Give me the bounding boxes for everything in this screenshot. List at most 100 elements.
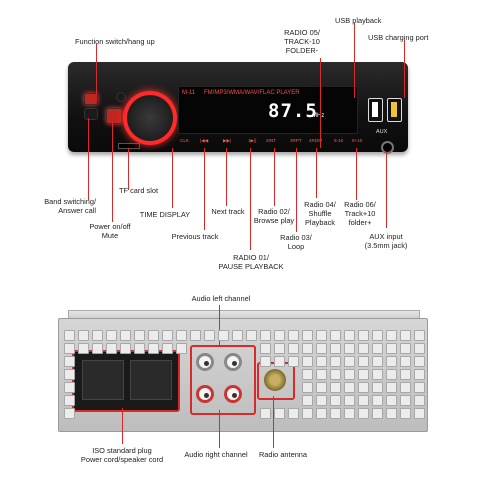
vent-hole: [120, 330, 131, 341]
label-radio05: RADIO 05/ TRACK-10 FOLDER-: [284, 28, 320, 55]
vent-hole: [344, 395, 355, 406]
vent-hole: [358, 369, 369, 380]
callout-radio02: [274, 148, 275, 206]
label-usb-playback: USB playback: [335, 16, 382, 25]
label-radio04: Radio 04/ Shuffle Playback: [304, 200, 336, 227]
vent-hole: [372, 382, 383, 393]
iso-connector[interactable]: [72, 350, 180, 412]
label-time-display: TIME DISPLAY: [139, 210, 191, 219]
callout-audio-left: [219, 305, 220, 347]
callout-power: [112, 122, 113, 222]
callout-usb-playback: [354, 23, 355, 98]
callout-audio-right: [219, 410, 220, 448]
label-audio-right: Audio right channel: [184, 450, 248, 459]
vent-hole: [344, 330, 355, 341]
lcd-unit: MHz: [312, 113, 325, 119]
usb-port-2[interactable]: [387, 98, 402, 122]
vent-hole: [302, 382, 313, 393]
label-tf-slot: TF card slot: [119, 186, 159, 195]
display-panel: [178, 86, 358, 134]
callout-next: [226, 148, 227, 206]
volume-knob[interactable]: [127, 95, 173, 141]
btn-label-5[interactable]: 5-10: [334, 138, 344, 143]
btn-label-4[interactable]: 4RDM: [309, 138, 323, 143]
mode-button[interactable]: [84, 108, 98, 120]
callout-function: [96, 44, 97, 95]
aux-jack[interactable]: [381, 141, 394, 154]
vent-hole: [302, 408, 313, 419]
vent-hole: [344, 356, 355, 367]
callout-band: [88, 118, 89, 200]
vent-hole: [414, 356, 425, 367]
vent-hole: [316, 382, 327, 393]
btn-label-1[interactable]: 1▶||: [248, 138, 257, 143]
vent-hole: [330, 395, 341, 406]
rca-right-2[interactable]: [224, 385, 242, 403]
vent-hole: [92, 343, 103, 354]
vent-hole: [414, 382, 425, 393]
vent-hole: [78, 330, 89, 341]
vent-hole: [330, 343, 341, 354]
vent-hole: [232, 330, 243, 341]
vent-hole: [274, 356, 285, 367]
antenna-socket[interactable]: [264, 369, 286, 391]
rca-right-1[interactable]: [196, 385, 214, 403]
vent-hole: [344, 343, 355, 354]
vent-hole: [64, 343, 75, 354]
vent-hole: [372, 395, 383, 406]
vent-hole: [330, 356, 341, 367]
label-usb-charging: USB charging port: [368, 33, 429, 42]
vent-hole: [400, 356, 411, 367]
callout-aux: [386, 152, 387, 228]
vent-hole: [400, 408, 411, 419]
callout-antenna: [273, 396, 274, 448]
vent-hole: [344, 408, 355, 419]
vent-hole: [92, 330, 103, 341]
usb-port-1[interactable]: [368, 98, 383, 122]
vent-hole: [302, 343, 313, 354]
vent-hole: [330, 369, 341, 380]
vent-hole: [134, 330, 145, 341]
vent-hole: [274, 343, 285, 354]
vent-hole: [400, 395, 411, 406]
power-button[interactable]: [106, 108, 122, 124]
vent-hole: [400, 343, 411, 354]
vent-hole: [274, 408, 285, 419]
vent-hole: [288, 356, 299, 367]
vent-hole: [176, 343, 187, 354]
btn-label-next[interactable]: ▶▶|: [223, 138, 232, 143]
vent-hole: [260, 408, 271, 419]
vent-hole: [386, 356, 397, 367]
model-label: M-11: [182, 90, 196, 96]
btn-label-3[interactable]: 3RPT: [290, 138, 302, 143]
vent-hole: [330, 382, 341, 393]
btn-label-clk[interactable]: CLK: [180, 138, 189, 143]
label-function-switch: Function switch/hang up: [75, 37, 155, 46]
band-button[interactable]: [84, 93, 98, 105]
btn-label-2[interactable]: 2INT: [266, 138, 276, 143]
vent-hole: [218, 330, 229, 341]
vent-hole: [106, 343, 117, 354]
vent-hole: [302, 395, 313, 406]
callout-radio06: [356, 148, 357, 200]
callout-prev: [204, 148, 205, 230]
vent-hole: [204, 330, 215, 341]
tf-card-slot[interactable]: [118, 143, 140, 149]
callout-radio05: [320, 58, 321, 148]
vent-hole: [162, 330, 173, 341]
vent-hole: [400, 369, 411, 380]
rca-left-2[interactable]: [224, 353, 242, 371]
rca-left-1[interactable]: [196, 353, 214, 371]
vent-hole: [358, 343, 369, 354]
btn-label-prev[interactable]: |◀◀: [200, 138, 209, 143]
vent-hole: [176, 330, 187, 341]
btn-label-6[interactable]: 6+10: [352, 138, 363, 143]
vent-hole: [344, 382, 355, 393]
vent-hole: [288, 330, 299, 341]
vent-hole: [372, 356, 383, 367]
vent-hole: [190, 330, 201, 341]
label-radio06: Radio 06/ Track+10 folder+: [344, 200, 376, 227]
vent-hole: [120, 343, 131, 354]
vent-hole: [330, 330, 341, 341]
callout-radio03: [296, 148, 297, 232]
